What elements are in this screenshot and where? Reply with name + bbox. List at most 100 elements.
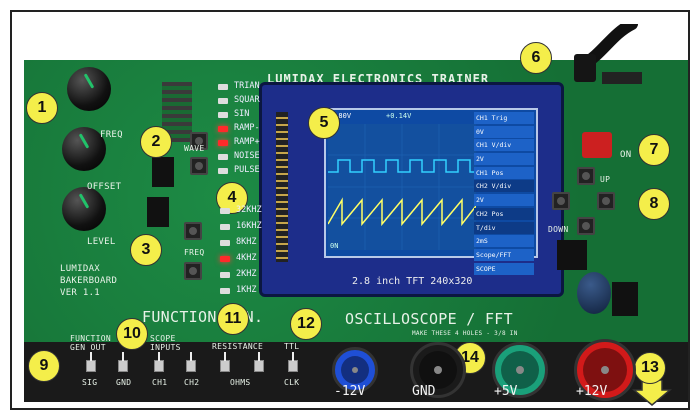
down-button-label: DOWN xyxy=(548,225,569,234)
capacitor xyxy=(577,272,611,314)
scope-traces xyxy=(327,124,477,250)
jack-label: GND xyxy=(412,384,436,399)
ic-chip xyxy=(152,157,174,187)
banana-jack[interactable] xyxy=(410,342,466,398)
banana-jack[interactable] xyxy=(492,342,548,398)
power-switch[interactable] xyxy=(582,132,612,158)
photo-frame: LUMIDAX ELECTRONICS TRAINER FREQ OFFSET … xyxy=(10,10,690,410)
power-switch-label: ON xyxy=(620,150,632,160)
freq-led xyxy=(220,288,230,294)
level-knob[interactable] xyxy=(62,187,106,231)
jack-hole xyxy=(600,365,610,375)
wave-led xyxy=(218,140,228,146)
power-cable-icon xyxy=(574,24,642,84)
header-pin-ohms-a[interactable] xyxy=(220,352,230,372)
lcd-menu-item: Scope/FFT xyxy=(474,248,534,261)
ic-chip xyxy=(147,197,169,227)
jack-label: +12V xyxy=(576,384,608,399)
banana-jack[interactable] xyxy=(574,339,636,401)
wave-led xyxy=(218,112,228,118)
wave-led-label: TRIAN xyxy=(234,81,260,91)
knob-label-level: LEVEL xyxy=(87,237,116,247)
lcd-menu-item: SCOPE xyxy=(474,262,534,275)
banana-jack[interactable] xyxy=(332,347,378,393)
scope-inputs-label: SCOPE INPUTS xyxy=(150,334,181,352)
freq-led xyxy=(220,208,230,214)
freq-led-label: 16KHZ xyxy=(236,221,262,231)
pin-label-clk: CLK xyxy=(284,378,300,387)
left-button[interactable] xyxy=(552,192,570,210)
wave-button[interactable] xyxy=(190,132,208,150)
freq-button-2[interactable] xyxy=(184,262,202,280)
down-button[interactable] xyxy=(577,217,595,235)
wave-led-label: RAMP- xyxy=(234,123,260,133)
callout-8: 8 xyxy=(638,188,670,220)
freq-knob[interactable] xyxy=(67,67,111,111)
callout-10: 10 xyxy=(116,318,148,350)
freq-led xyxy=(220,272,230,278)
down-arrow-icon xyxy=(632,380,672,406)
callout-12: 12 xyxy=(290,308,322,340)
wave-led-label: SQUAR xyxy=(234,95,260,105)
jack-label: -12V xyxy=(334,384,366,399)
ttl-label: TTL xyxy=(284,342,300,351)
freq-led-label: 2KHZ xyxy=(236,269,257,279)
pin-label-ch2: CH2 xyxy=(184,378,200,387)
knob-label-offset: OFFSET xyxy=(87,182,122,192)
lcd-status: 0N xyxy=(330,242,339,250)
callout-6: 6 xyxy=(520,42,552,74)
wave-led-label: SIN xyxy=(234,109,250,119)
function-gen-out-label: FUNCTION GEN OUT xyxy=(70,334,111,352)
ramp-wave-trace xyxy=(327,197,477,227)
lcd-menu-item: 2V xyxy=(474,153,534,166)
header-pin-ohms-b[interactable] xyxy=(254,352,264,372)
callout-1: 1 xyxy=(26,92,58,124)
lcd-menu-item: 2V xyxy=(474,194,534,207)
header-pin-ch2[interactable] xyxy=(186,352,196,372)
brand-line-1: LUMIDAX xyxy=(60,264,101,274)
knob-label-freq: FREQ xyxy=(100,130,123,140)
lcd-menu-item: CH1 V/div xyxy=(474,139,534,152)
resistance-label: RESISTANCE xyxy=(212,342,264,351)
callout-3: 3 xyxy=(130,234,162,266)
freq-button[interactable] xyxy=(184,222,202,240)
lcd-menu-item: CH2 V/div xyxy=(474,180,534,193)
pin-label-gnd: GND xyxy=(116,378,132,387)
freq-led-label: 8KHZ xyxy=(236,237,257,247)
wave-led-label: PULSE xyxy=(234,165,260,175)
lcd-menu-item: CH2 Pos xyxy=(474,207,534,220)
lcd-menu-item: T/div xyxy=(474,221,534,234)
scope-title: OSCILLOSCOPE / FFT xyxy=(345,310,513,328)
pin-label-sig: SIG xyxy=(82,378,98,387)
header-pin-clk[interactable] xyxy=(288,352,298,372)
pin-label-ohms: OHMS xyxy=(230,378,251,387)
freq-button-label: FREQ xyxy=(184,248,205,257)
lcd-menu-item: 2mS xyxy=(474,235,534,248)
header-pin-ch1[interactable] xyxy=(154,352,164,372)
brand-line-3: VER 1.1 xyxy=(60,288,101,298)
wave-led xyxy=(218,98,228,104)
callout-2: 2 xyxy=(140,126,172,158)
lcd-menu-item: CH1 Pos xyxy=(474,166,534,179)
freq-led xyxy=(220,224,230,230)
wave-button-label: WAVE xyxy=(184,144,205,153)
freq-led xyxy=(220,256,230,262)
header-pin-gnd[interactable] xyxy=(118,352,128,372)
lcd-voltage-readout: 0.80V xyxy=(330,112,352,120)
wave-led xyxy=(218,154,228,160)
offset-knob[interactable] xyxy=(62,127,106,171)
right-button[interactable] xyxy=(597,192,615,210)
freq-led-label: 4KHZ xyxy=(236,253,257,263)
callout-11: 11 xyxy=(217,303,249,335)
jack-hole xyxy=(351,366,359,374)
pin-label-ch1: CH1 xyxy=(152,378,168,387)
wave-led-label: RAMP+ xyxy=(234,137,260,147)
regulator-chip xyxy=(557,240,587,270)
wave-button-2[interactable] xyxy=(190,157,208,175)
up-button[interactable] xyxy=(577,167,595,185)
header-pin-sig[interactable] xyxy=(86,352,96,372)
jack-hole xyxy=(434,366,442,374)
callout-13: 13 xyxy=(634,352,666,384)
brand-line-2: BAKERBOARD xyxy=(60,276,118,286)
